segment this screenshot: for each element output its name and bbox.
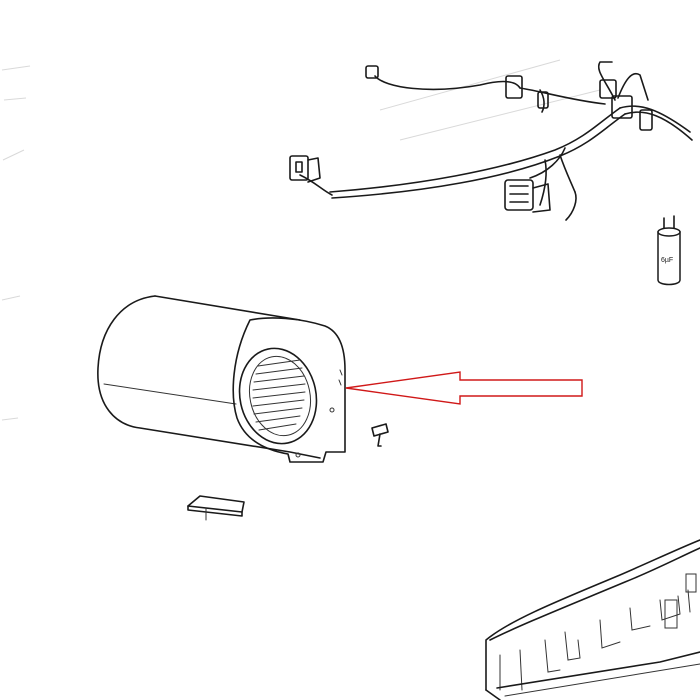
callout-arrow (345, 371, 583, 405)
impeller-blades (252, 359, 306, 431)
screw (371, 423, 389, 447)
unit-housing (485, 539, 700, 700)
blower-fan-assembly (97, 295, 346, 463)
harness-connectors (289, 65, 653, 213)
capacitor-label: 6µF (661, 257, 673, 264)
background-ghost-marks (1, 59, 601, 421)
capacitor: 6µF (657, 215, 681, 286)
wiring-harness (299, 61, 693, 221)
foam-pad (187, 495, 245, 521)
